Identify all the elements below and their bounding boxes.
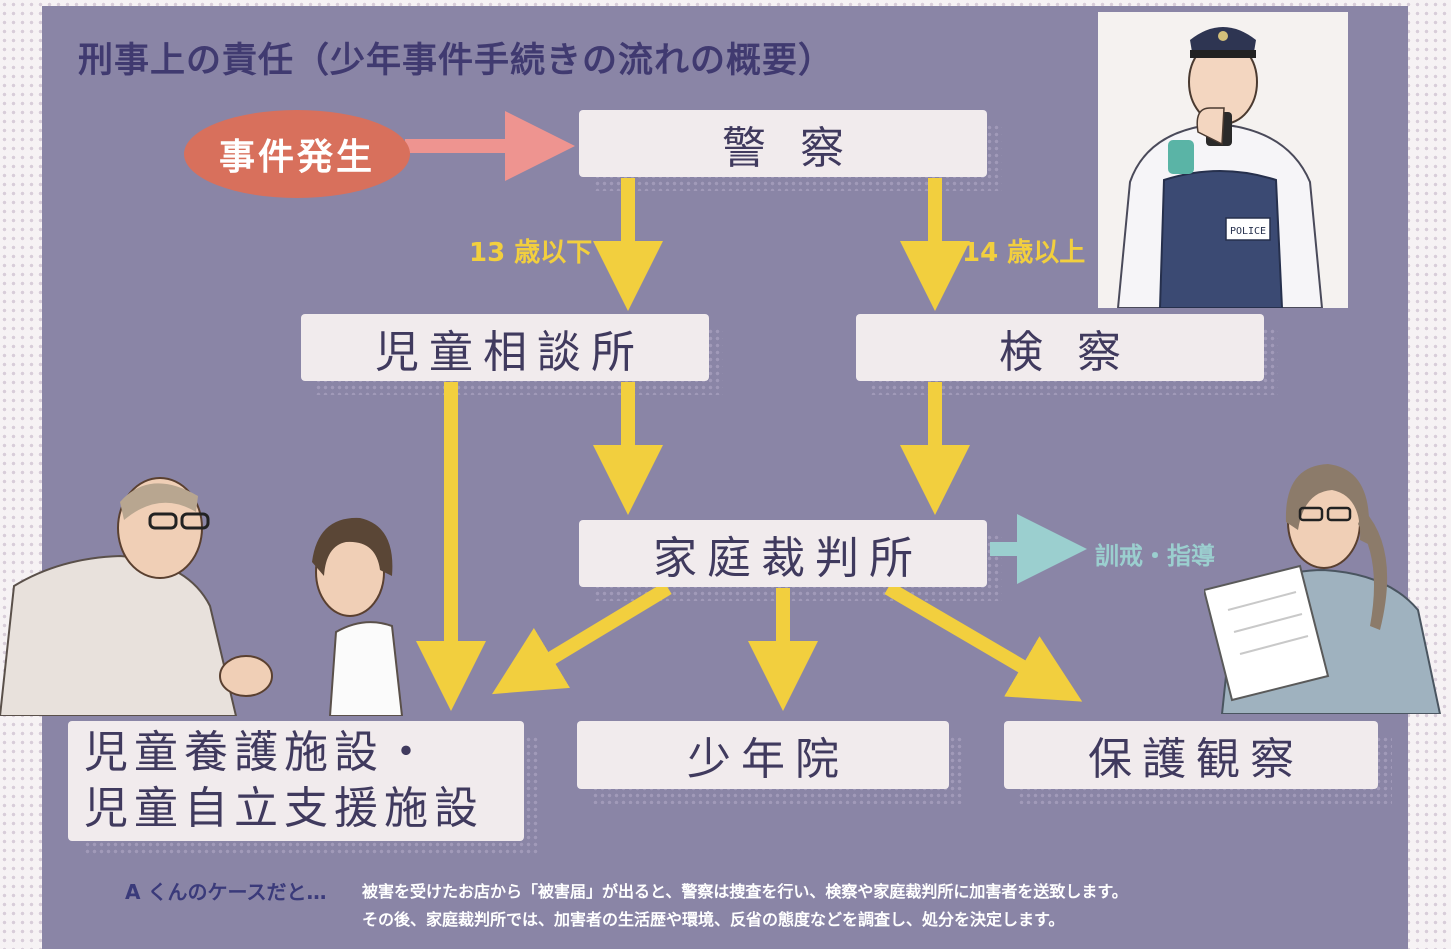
juvenile-school-node: 少年院 — [577, 721, 949, 789]
case-note-line-2: その後、家庭裁判所では、加害者の生活歴や環境、反省の態度などを調査し、処分を決定… — [362, 910, 1065, 929]
case-note-line-1: 被害を受けたお店から「被害届」が出ると、警察は捜査を行い、検察や家庭裁判所に加害… — [362, 882, 1128, 901]
prosecution-node: 検 察 — [856, 314, 1264, 381]
incident-node: 事件発生 — [184, 110, 410, 198]
police-label: 警 察 — [722, 122, 854, 174]
facilities-node: 児童養護施設・ 児童自立支援施設 — [68, 721, 524, 841]
facilities-label-line2: 児童自立支援施設 — [84, 783, 484, 834]
family-court-label: 家庭裁判所 — [653, 532, 923, 584]
probation-node: 保護観察 — [1004, 721, 1378, 789]
arrow-family-court-to-facilities — [492, 582, 672, 695]
svg-text:POLICE: POLICE — [1230, 226, 1266, 237]
probation-label: 保護観察 — [1088, 734, 1304, 785]
under-13-label: 13 歳以下 — [469, 238, 593, 268]
police-node: 警 察 — [579, 110, 987, 177]
arrow-family-court-to-probation — [884, 581, 1083, 702]
child-guidance-node: 児童相談所 — [301, 314, 709, 381]
police-officer-illustration: POLICE — [1098, 12, 1348, 308]
case-note-intro: A くんのケースだと… — [125, 880, 327, 904]
family-court-node: 家庭裁判所 — [579, 520, 987, 587]
page-title: 刑事上の責任（少年事件手続きの流れの概要） — [78, 41, 835, 81]
woman-reading-papers-illustration — [1204, 464, 1442, 714]
incident-label: 事件発生 — [218, 137, 375, 178]
prosecution-label: 検 察 — [999, 326, 1131, 378]
admonition-label: 訓戒・指導 — [1095, 542, 1215, 570]
counselor-and-boy-illustration — [0, 477, 404, 716]
child-guidance-label: 児童相談所 — [375, 326, 645, 378]
facilities-label-line1: 児童養護施設・ — [84, 727, 434, 778]
juvenile-school-label: 少年院 — [687, 734, 849, 785]
over-14-label: 14 歳以上 — [962, 238, 1086, 268]
